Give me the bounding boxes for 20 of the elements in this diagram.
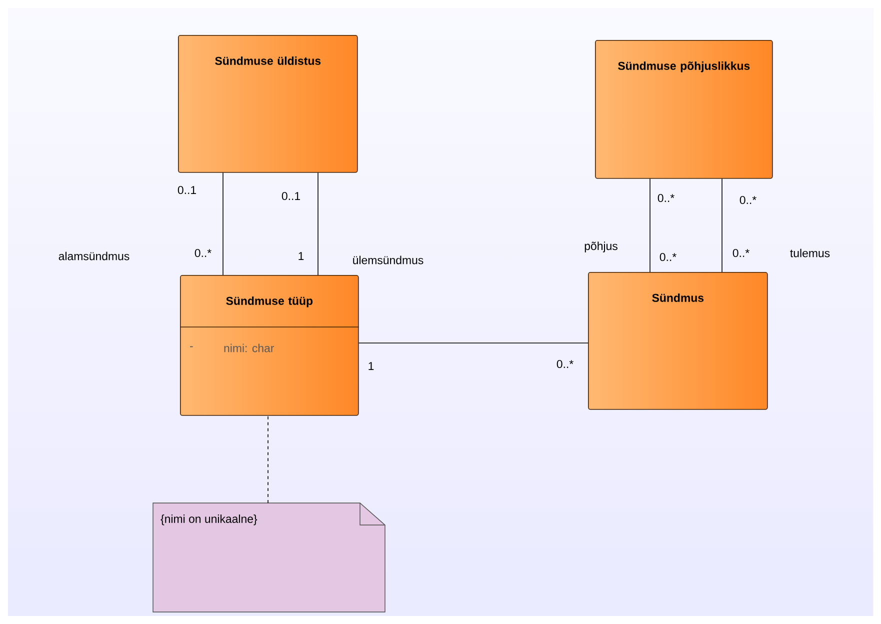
multiplicity-label: alamsündmus (58, 252, 130, 260)
class-box: Sündmuse põhjuslikkus (595, 40, 773, 179)
multiplicity-label: põhjus (584, 242, 618, 252)
multiplicity-label: tulemus (790, 248, 830, 258)
class-box: Sündmus (588, 272, 768, 410)
multiplicity-label: 0..* (194, 248, 212, 258)
multiplicity-label: 0..* (732, 248, 750, 258)
class-box: Sündmuse tüüp - nimi: char (180, 275, 360, 416)
multiplicity-label: 0..* (556, 360, 574, 368)
class-box: Sündmuse üldistus (178, 35, 358, 173)
multiplicity-label: 0..* (658, 194, 674, 202)
multiplicity-label: 0..* (740, 196, 756, 204)
multiplicity-label: ülemsündmus (353, 256, 424, 264)
note-box: {nimi on unikaalne} (152, 502, 386, 612)
association-line (358, 342, 588, 344)
multiplicity-label: 1 (298, 252, 304, 260)
multiplicity-label: 0..* (660, 252, 676, 262)
multiplicity-label: 0..1 (178, 186, 196, 194)
multiplicity-label: 0..1 (282, 192, 300, 200)
association-line (222, 172, 224, 276)
